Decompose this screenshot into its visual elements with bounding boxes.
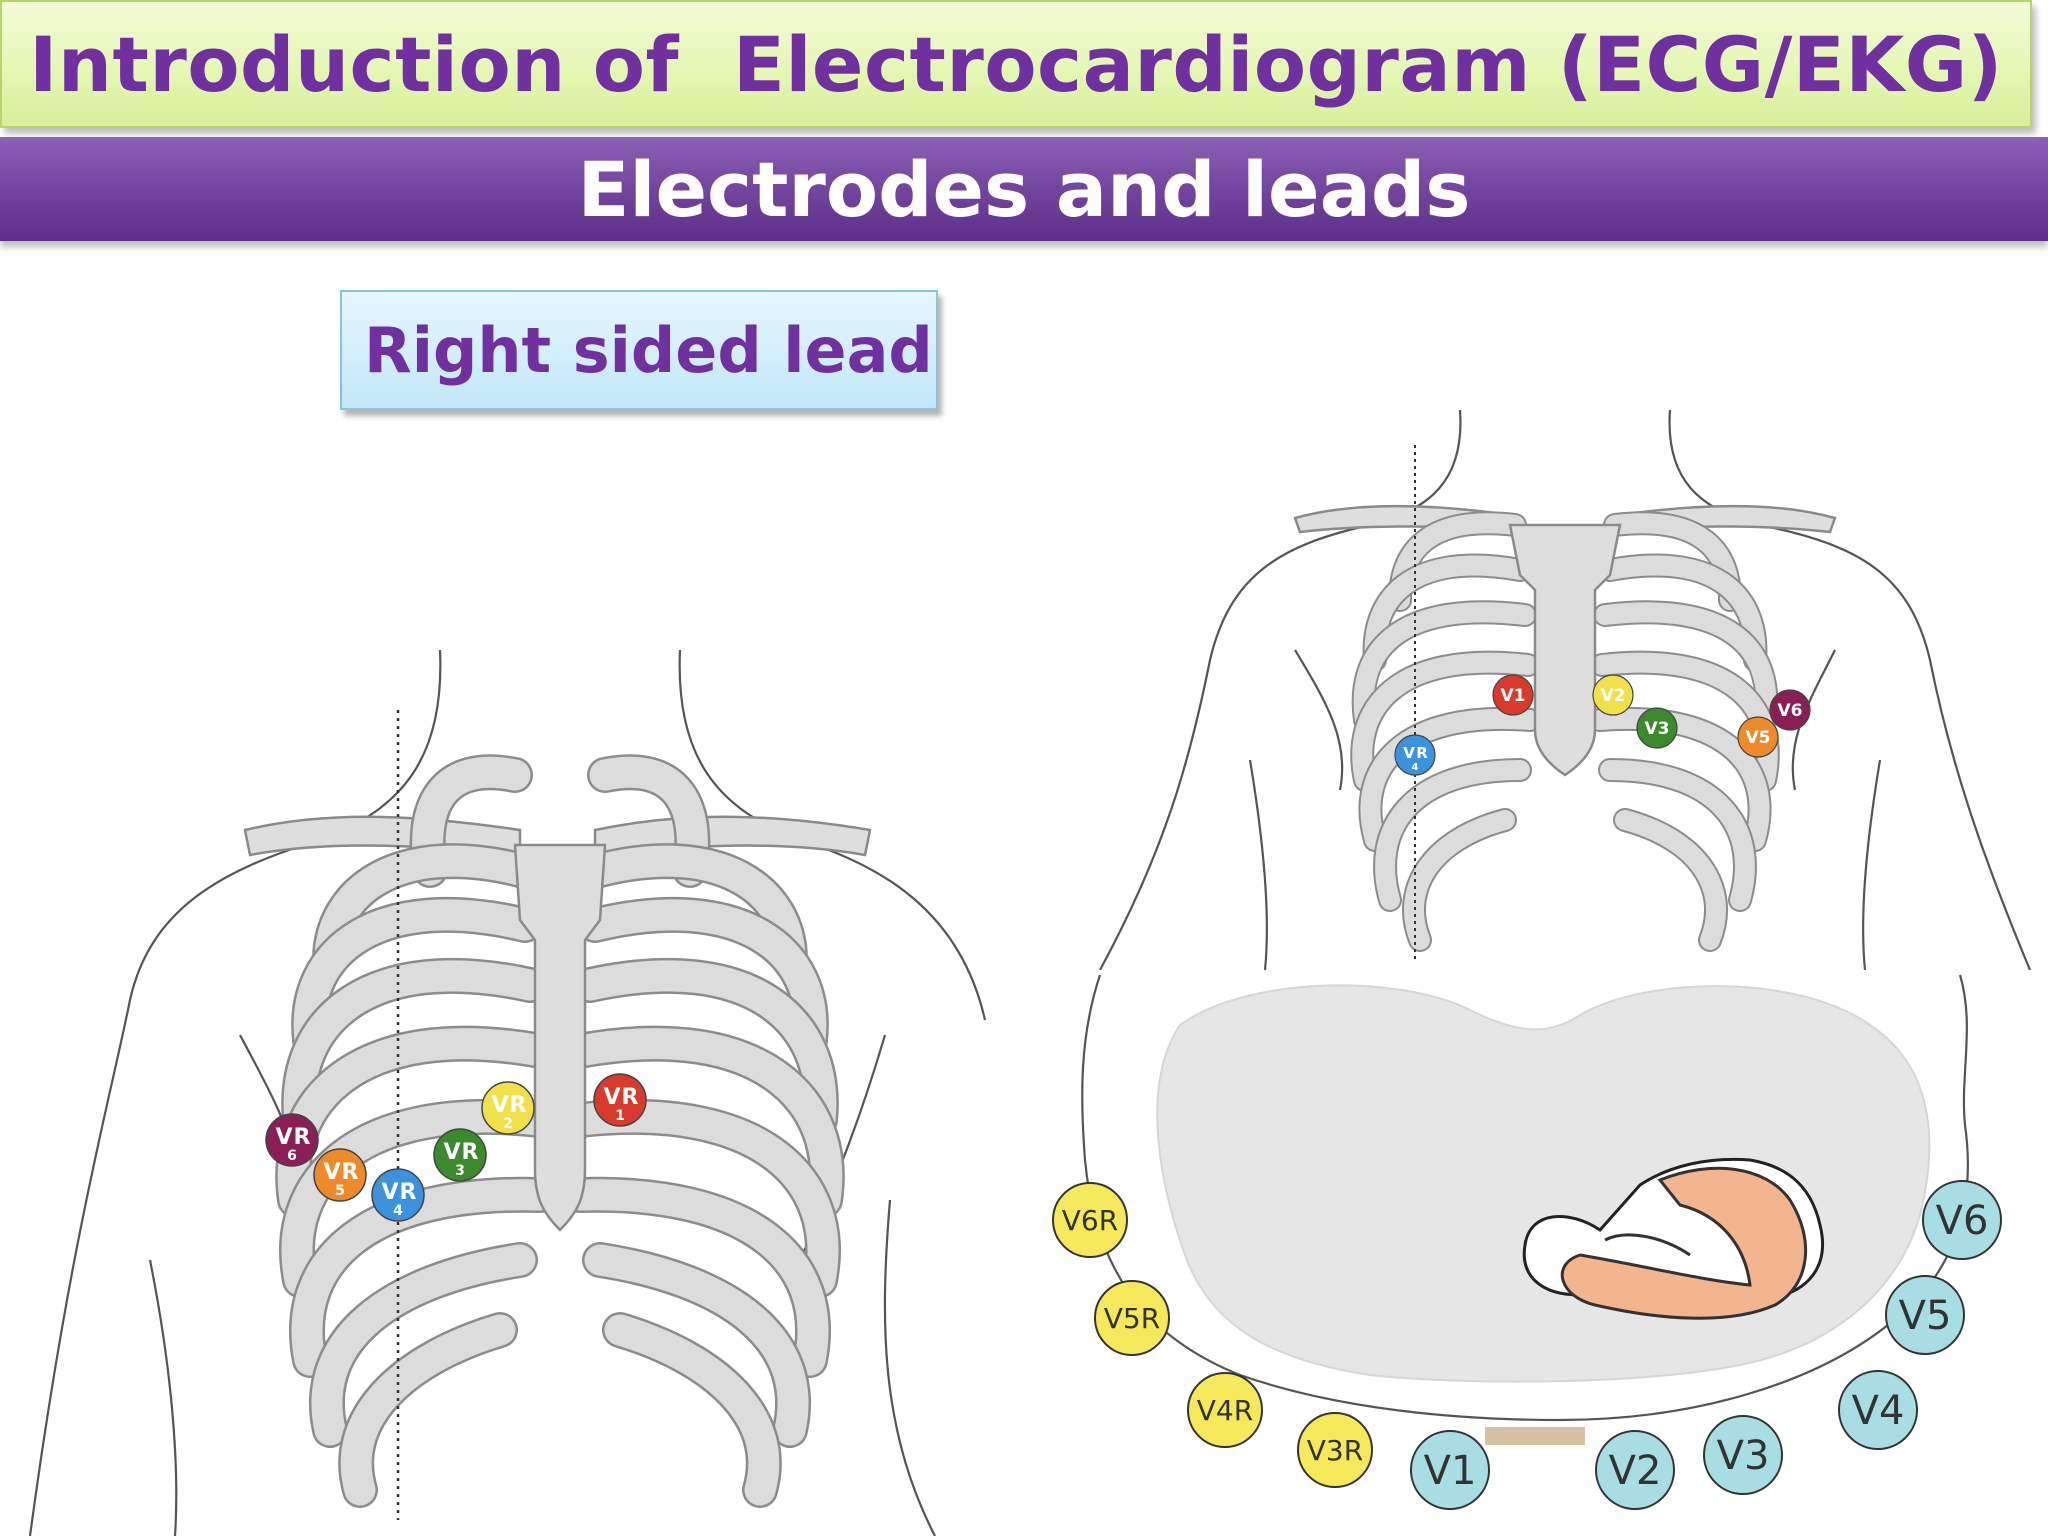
body-outline-left (28, 649, 442, 1536)
title-bar: Introduction of Electrocardiogram (ECG/E… (0, 0, 2032, 128)
ribs-right-side (562, 843, 845, 1508)
svg-text:V: V (603, 1085, 620, 1110)
svg-text:4: 4 (1412, 762, 1419, 773)
svg-text:R: R (622, 1085, 639, 1110)
right-sided-lead-text: Right sided lead (364, 313, 933, 387)
svg-text:R: R (342, 1160, 359, 1185)
svg-text:2: 2 (503, 1116, 513, 1132)
sternum (513, 843, 607, 1232)
svg-text:V: V (491, 1093, 508, 1118)
svg-text:V5R: V5R (1104, 1302, 1160, 1335)
electrode-v1-standard: V1 (1492, 674, 1534, 716)
lung-cavity (1156, 984, 1931, 1383)
svg-text:V3: V3 (1645, 719, 1670, 739)
svg-text:V: V (1403, 744, 1415, 762)
right-sided-lead-label: Right sided lead (340, 290, 938, 410)
svg-text:R: R (510, 1093, 527, 1118)
cross-section-lead-v2: V2 (1595, 1430, 1675, 1510)
waist-line-left (148, 1259, 178, 1536)
heart (1522, 1157, 1824, 1320)
cross-section-lead-v3r: V3R (1297, 1412, 1373, 1488)
svg-text:6: 6 (287, 1148, 297, 1164)
svg-text:3: 3 (455, 1163, 465, 1179)
cross-section-lead-v6: V6 (1922, 1180, 2002, 1260)
page-subtitle: Electrodes and leads (577, 144, 1471, 234)
svg-text:1: 1 (615, 1108, 625, 1124)
svg-text:V4: V4 (1852, 1388, 1905, 1434)
svg-text:V2: V2 (1601, 686, 1626, 706)
svg-text:V4R: V4R (1197, 1394, 1253, 1427)
svg-text:V3: V3 (1717, 1433, 1770, 1479)
cross-section-lead-v4r: V4R (1187, 1372, 1263, 1448)
svg-text:V6R: V6R (1062, 1204, 1118, 1237)
svg-text:V6: V6 (1936, 1198, 1989, 1244)
svg-text:V6: V6 (1778, 701, 1803, 721)
thorax-cross-section: V6R V5R V4R V3R V1 V2 V3 V4 V5 V6 (1052, 974, 2002, 1510)
svg-text:4: 4 (393, 1203, 403, 1219)
electrode-v6-standard: V6 (1769, 689, 1811, 731)
svg-text:V2: V2 (1609, 1448, 1662, 1494)
svg-text:V5: V5 (1899, 1293, 1952, 1339)
svg-text:V1: V1 (1501, 686, 1526, 706)
svg-text:V: V (381, 1180, 398, 1205)
cross-section-lead-v5r: V5R (1094, 1280, 1170, 1356)
svg-text:5: 5 (335, 1183, 345, 1199)
page-title: Introduction of Electrocardiogram (ECG/E… (29, 19, 2003, 109)
svg-text:R: R (294, 1125, 311, 1150)
svg-text:R: R (1416, 744, 1428, 762)
ribs-left-side (275, 843, 558, 1508)
cross-section-lead-v5: V5 (1885, 1275, 1965, 1355)
waist-line-right (883, 1199, 936, 1536)
svg-text:V1: V1 (1424, 1448, 1477, 1494)
electrode-v2-standard: V2 (1592, 674, 1634, 716)
electrode-v5-standard: V5 (1737, 716, 1779, 758)
cross-section-lead-v3: V3 (1703, 1415, 1783, 1495)
cross-section-lead-v4: V4 (1838, 1370, 1918, 1450)
svg-text:V: V (275, 1125, 292, 1150)
subtitle-bar: Electrodes and leads (0, 137, 2048, 241)
cross-section-lead-v6r: V6R (1052, 1182, 1128, 1258)
svg-text:V: V (323, 1160, 340, 1185)
svg-text:R: R (400, 1180, 417, 1205)
svg-text:V3R: V3R (1307, 1434, 1363, 1467)
electrode-v3-standard: V3 (1636, 707, 1678, 749)
svg-text:V: V (443, 1140, 460, 1165)
svg-text:V5: V5 (1746, 728, 1771, 748)
svg-text:R: R (462, 1140, 479, 1165)
spine-marker (1485, 1427, 1585, 1445)
cross-section-lead-v1: V1 (1410, 1430, 1490, 1510)
